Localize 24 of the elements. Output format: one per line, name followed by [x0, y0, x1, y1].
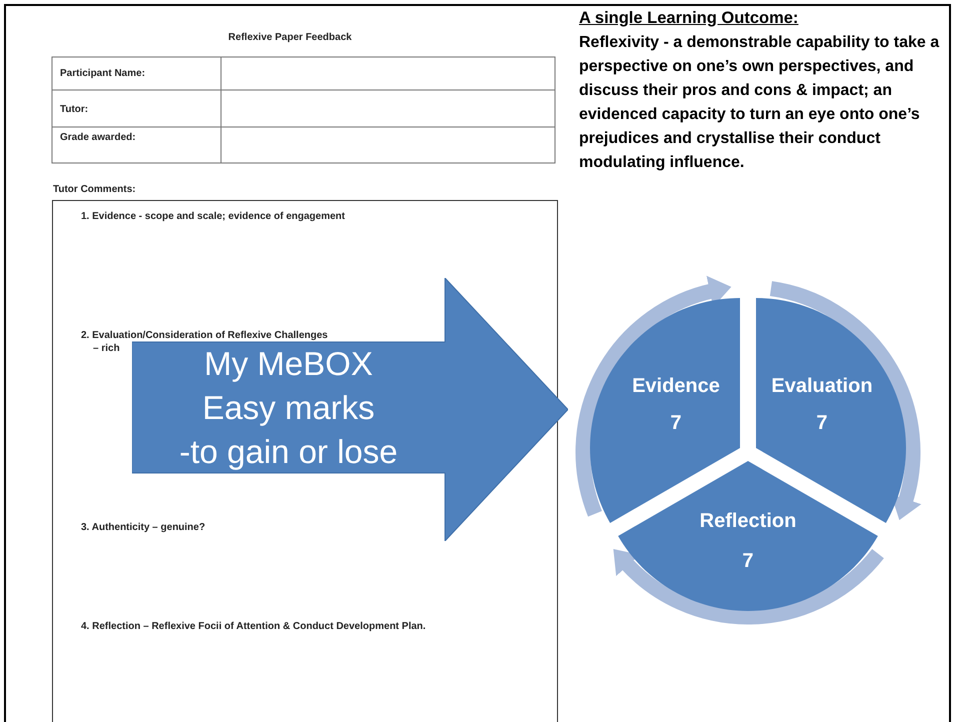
field-label: Tutor:: [60, 104, 88, 115]
arrow-caption: Easy marks: [201, 388, 376, 428]
segment-score: 7: [670, 412, 682, 435]
outcome-heading: A single Learning Outcome:: [579, 8, 800, 29]
segment-title: Evidence: [632, 375, 720, 398]
section-heading: Tutor Comments:: [53, 184, 136, 195]
comment-prompt: 1. Evidence - scope and scale; evidence of engagement: [81, 211, 345, 222]
cycle-arrow: [612, 548, 884, 624]
comment-prompt: 2. Evaluation/Consideration of Reflexive Challenges: [81, 330, 328, 341]
segment-title: Evaluation: [771, 375, 873, 398]
arrow-caption: -to gain or lose: [178, 432, 399, 472]
segment-title: Reflection: [700, 510, 796, 533]
field-label: Grade awarded:: [60, 132, 136, 143]
cycle-arrow: [769, 281, 922, 520]
comment-prompt: 3. Authenticity – genuine?: [81, 522, 206, 533]
comment-prompt: 4. Reflection – Reflexive Focii of Attention & Conduct Development Plan.: [81, 621, 426, 632]
field-label: Participant Name:: [60, 68, 146, 79]
comment-prompt: – rich: [93, 343, 120, 354]
cycle-arrow: [576, 276, 732, 516]
arrow-caption: My MeBOX: [203, 344, 374, 384]
form-title: Reflexive Paper Feedback: [228, 32, 352, 43]
segment-score: 7: [816, 412, 828, 435]
segment-score: 7: [742, 550, 754, 573]
outcome-text: Reflexivity - a demonstrable capability to take a perspective on one’s own perspectives, and discuss their pros and cons & impact; an evidenced capacity to turn an eye onto one’s prejudices and crystallise their conduct modulating influence.: [579, 33, 940, 173]
